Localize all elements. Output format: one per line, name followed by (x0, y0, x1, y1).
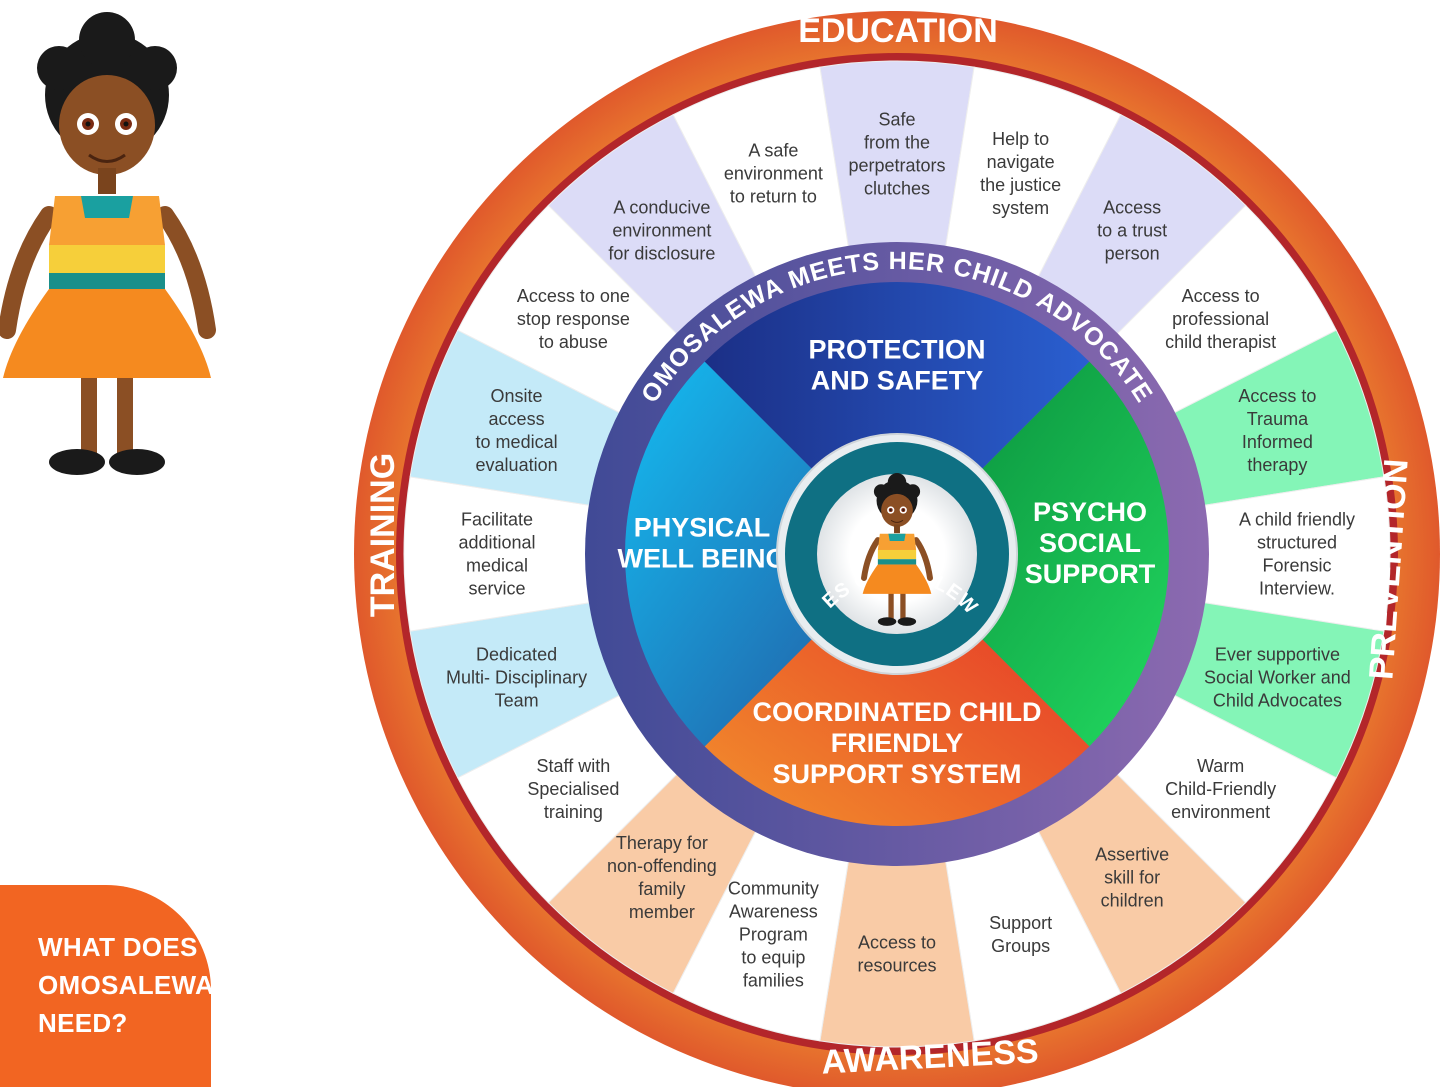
badge-line-1: WHAT DOES (38, 932, 198, 962)
quadrant-coordinated (704, 554, 1090, 827)
title-badge (0, 885, 211, 1087)
badge-line-3: NEED? (38, 1008, 128, 1038)
quadrant-protection (704, 282, 1090, 554)
quadrant-physical (624, 361, 897, 747)
girl-illustration-small (861, 473, 933, 626)
label-education: EDUCATION (798, 12, 998, 50)
badge-line-2: OMOSALEWA (38, 970, 215, 1000)
girl-illustration (0, 12, 216, 475)
label-training: TRAINING (364, 453, 402, 617)
quadrant-psycho (897, 361, 1169, 747)
needs-segments (403, 60, 1391, 1048)
title-badge-text: WHAT DOES OMOSALEWA NEED? (38, 928, 215, 1042)
